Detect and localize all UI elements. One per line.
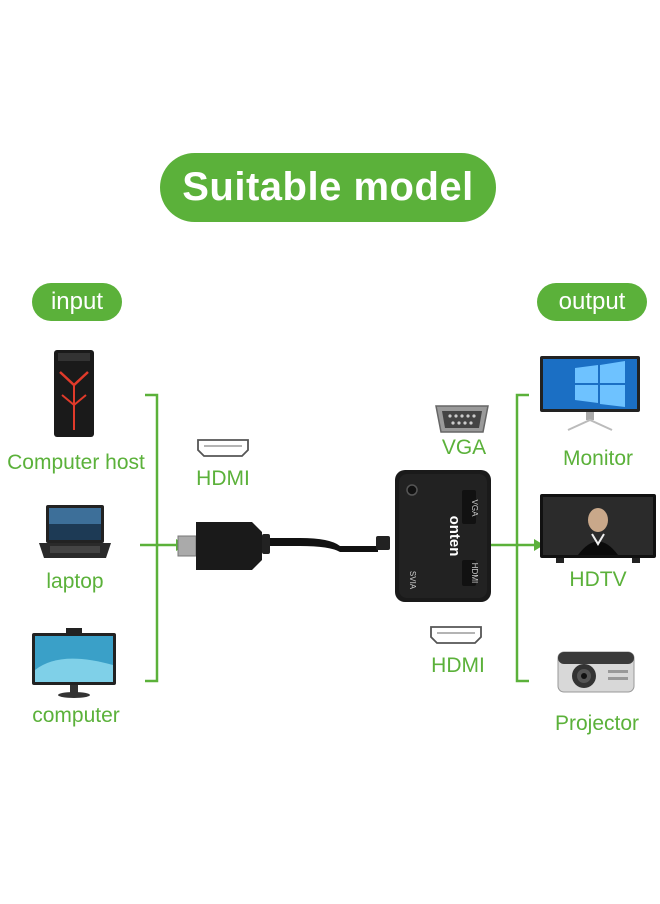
monitor-icon <box>540 356 640 431</box>
adapter-port-svia: SVIA <box>408 571 417 590</box>
output-arrow <box>534 539 544 551</box>
input-pill: input <box>32 283 122 321</box>
port-label-hdmi-in: HDMI <box>196 467 250 490</box>
output-label-hdtv: HDTV <box>569 568 627 591</box>
hdmi-port-icon <box>197 439 249 457</box>
tv-icon <box>540 494 656 563</box>
input-label-computer: computer <box>32 704 120 727</box>
input-label: input <box>50 288 104 315</box>
input-bracket <box>140 393 176 683</box>
adapter-port-vga: VGA <box>470 500 479 518</box>
laptop-icon <box>39 505 111 558</box>
page-title: Suitable model <box>182 165 474 209</box>
hdmi-cable <box>177 522 390 570</box>
port-label-vga: VGA <box>441 436 487 459</box>
title-pill: Suitable model <box>160 153 496 222</box>
input-label-computer-host: Computer host <box>7 451 145 474</box>
output-label: output <box>558 288 626 315</box>
output-bracket <box>488 393 534 683</box>
output-pill: output <box>537 283 647 321</box>
adapter-brand: onten <box>446 516 463 557</box>
port-label-hdmi-out: HDMI <box>431 654 485 677</box>
adapter-box <box>395 470 491 602</box>
output-label-projector: Projector <box>554 712 640 735</box>
input-label-laptop: laptop <box>46 570 104 593</box>
adapter-port-hdmi: HDMI <box>470 563 479 583</box>
projector-icon <box>557 651 635 693</box>
vga-port-icon <box>435 405 489 433</box>
computer-tower-icon <box>54 350 94 437</box>
hdmi-port-icon <box>430 626 482 644</box>
output-label-monitor: Monitor <box>562 447 634 470</box>
desktop-monitor-icon <box>32 628 116 698</box>
